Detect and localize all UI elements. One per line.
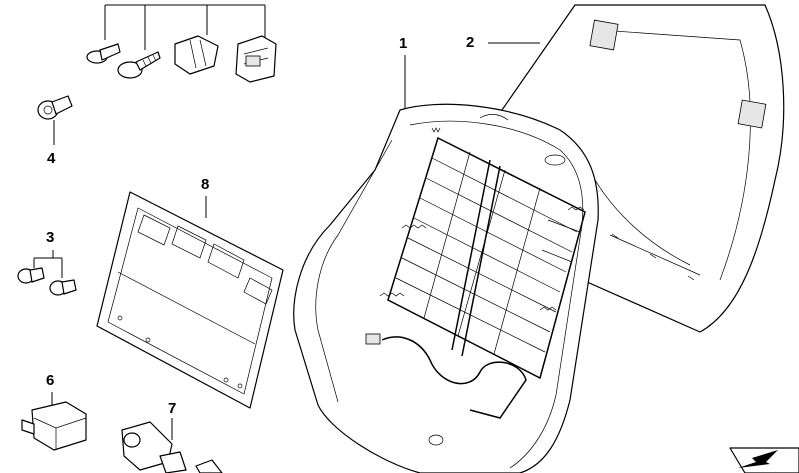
- callout-1: 1: [399, 35, 408, 52]
- bolts-part-3: [17, 250, 77, 296]
- arrow-logo-icon: [729, 447, 799, 473]
- callout-3: 3: [46, 229, 55, 246]
- back-panel-part-8: [96, 191, 284, 409]
- spring-mat: [387, 136, 586, 380]
- callout-8: 8: [201, 176, 210, 193]
- clip-part-b: [235, 35, 277, 83]
- connector-part-7: [121, 418, 223, 473]
- fasteners-group-top: [86, 4, 277, 83]
- clip-part-a: [174, 35, 219, 75]
- bolt-part-4: [37, 95, 73, 145]
- module-part-6: [21, 392, 87, 451]
- screw-part: [117, 51, 161, 79]
- callout-2: 2: [466, 34, 475, 51]
- push-rivet-part: [86, 43, 121, 64]
- seat-back-frame-part-1: [293, 55, 599, 473]
- callout-7: 7: [168, 400, 177, 417]
- callout-6: 6: [46, 372, 55, 389]
- callout-4: 4: [47, 150, 56, 167]
